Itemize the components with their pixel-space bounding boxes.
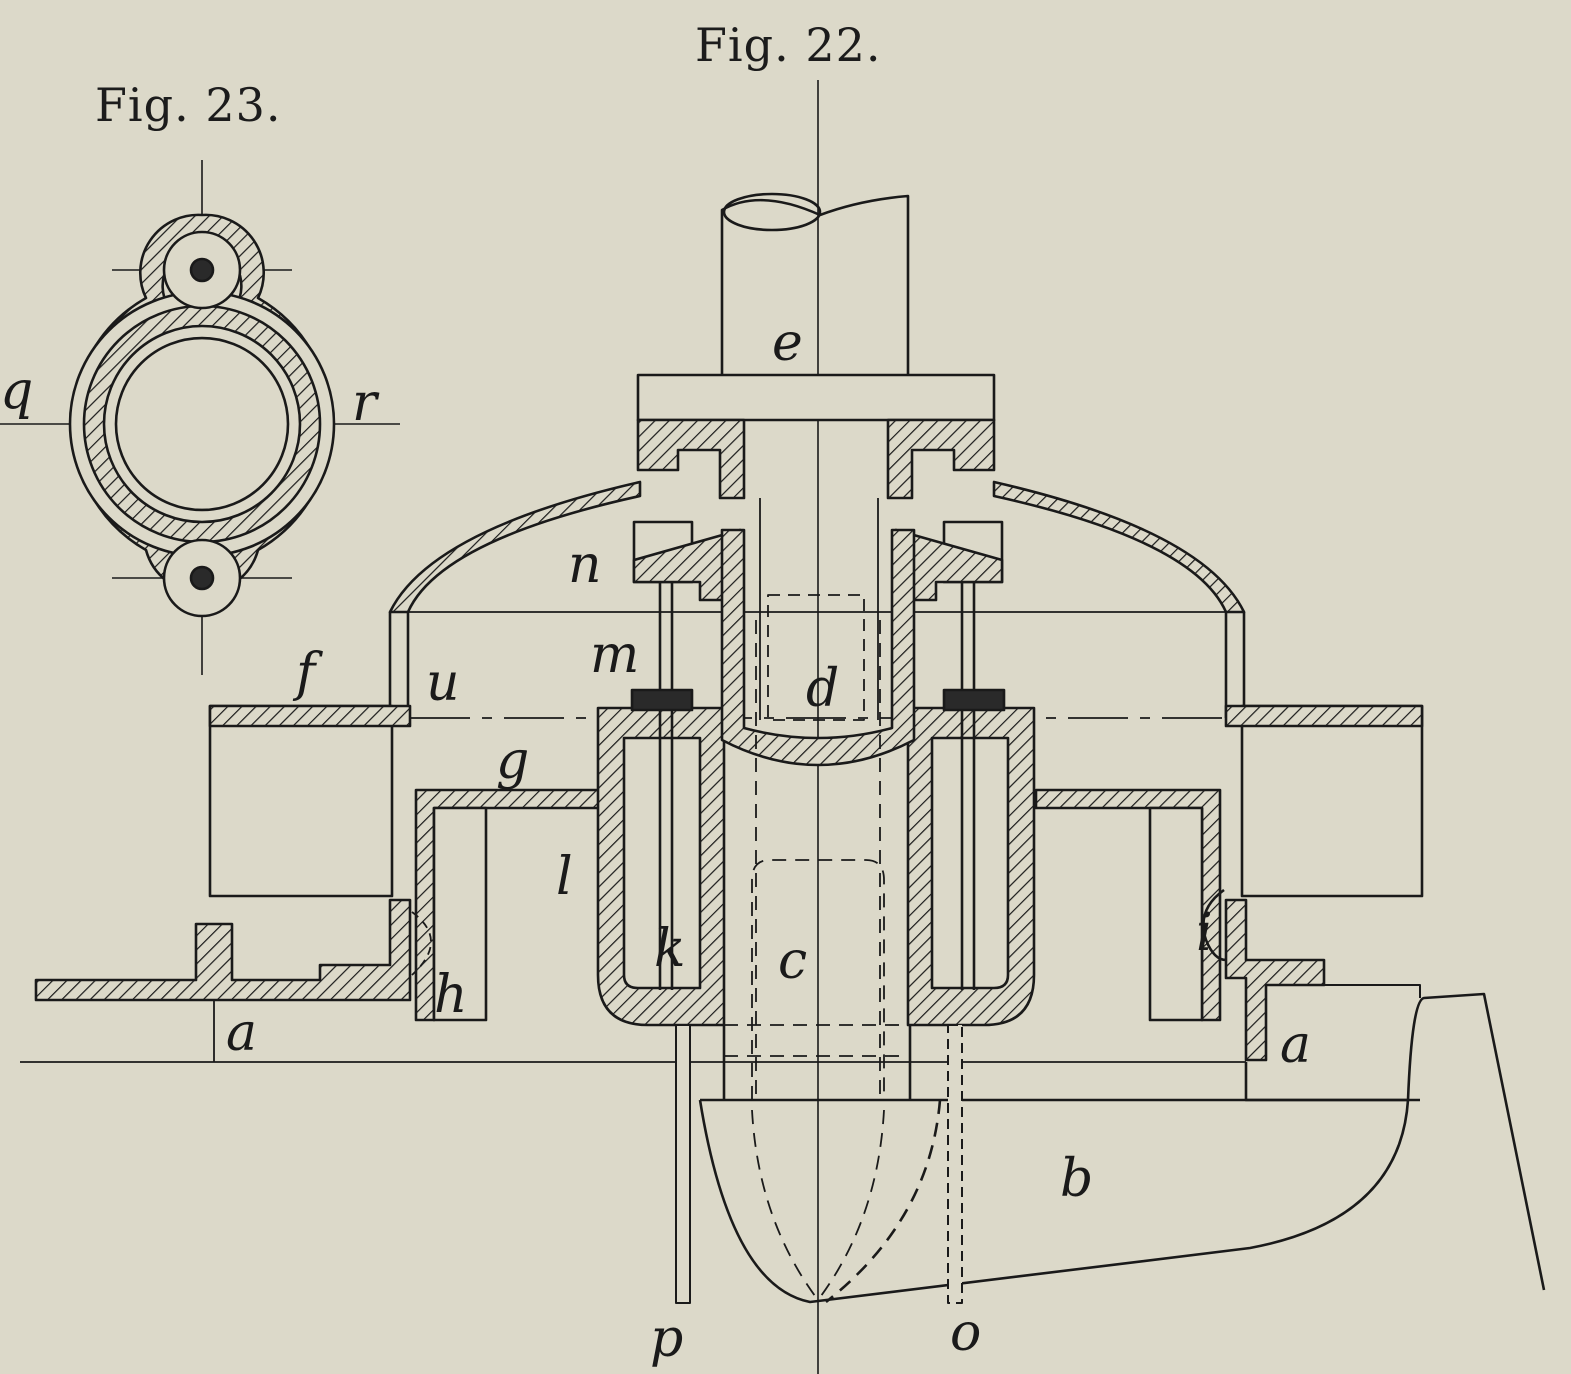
label-n: n: [568, 535, 602, 595]
fig22-labels: e n m d f u g l k c h i a a b p o: [226, 313, 1311, 1369]
label-k: k: [654, 919, 686, 979]
label-e: e: [772, 313, 803, 373]
fig23-labels: q r: [0, 361, 380, 433]
label-m: m: [590, 625, 639, 685]
label-b: b: [1060, 1149, 1093, 1209]
fig23-title: Fig. 23.: [95, 78, 282, 132]
label-l: l: [556, 847, 573, 907]
label-h: h: [434, 965, 468, 1025]
label-o: o: [950, 1303, 981, 1363]
label-g: g: [496, 731, 529, 791]
label-u: u: [426, 653, 460, 713]
label-r: r: [352, 373, 380, 433]
fig22-title: Fig. 22.: [695, 18, 882, 72]
label-a-left: a: [226, 1003, 257, 1063]
label-q: q: [0, 361, 33, 421]
label-p: p: [650, 1309, 683, 1369]
label-a-right: a: [1280, 1015, 1311, 1075]
fig23-drawing: [0, 160, 400, 675]
label-d: d: [806, 659, 839, 719]
label-f: f: [292, 643, 323, 703]
label-i: i: [1196, 903, 1213, 963]
fig22-drawing: [20, 80, 1546, 1374]
label-c: c: [778, 931, 807, 991]
